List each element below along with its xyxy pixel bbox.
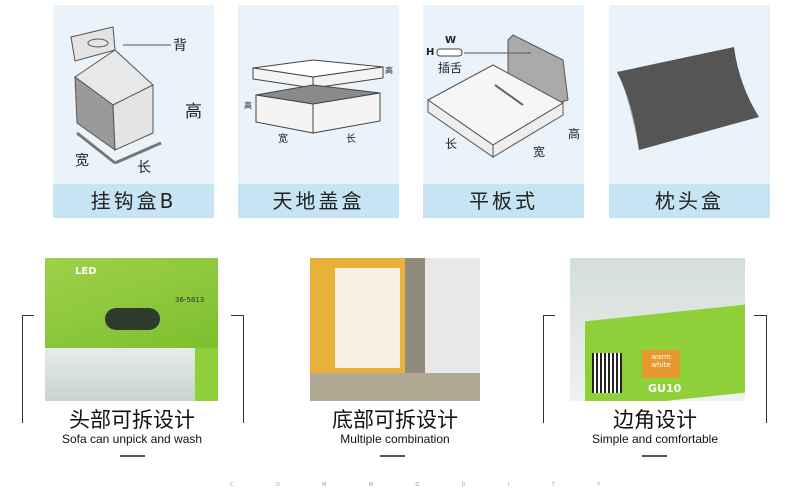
footer-letter: C — [230, 482, 234, 488]
label-back: 背 — [173, 38, 187, 54]
feature-title: 边角设计 — [613, 408, 697, 432]
box-type-hanging: 背 高 宽 长 挂钩盒B — [53, 5, 214, 218]
caption: 天地盖盒 — [238, 184, 399, 218]
footer-letters: C O M M O D I T Y — [230, 482, 600, 488]
label-width: 宽 — [75, 153, 89, 169]
label-tab: 插舌 — [438, 61, 463, 75]
hanging-box-illustration — [70, 26, 171, 165]
label-height: 高 — [185, 102, 202, 122]
footer-letter: D — [461, 482, 466, 488]
bracket-line — [766, 315, 767, 423]
feature-subtitle: Multiple combination — [340, 432, 450, 446]
divider — [642, 455, 667, 457]
feature-subtitle: Simple and comfortable — [591, 432, 719, 446]
lid-base-box-illustration — [252, 59, 384, 134]
bracket-line — [231, 315, 243, 316]
feature-subtitle: Sofa can unpick and wash — [61, 432, 203, 446]
bracket-line — [243, 315, 244, 423]
footer-letter: T — [551, 482, 555, 488]
photo-warm-label: warm white — [642, 350, 680, 378]
feature-title: 底部可拆设计 — [332, 408, 458, 432]
photo-code: 36-5813 — [175, 296, 205, 304]
label-base-height: 高 — [244, 101, 252, 110]
label-height: 高 — [568, 127, 581, 141]
label-length: 长 — [346, 134, 356, 145]
label-w: W — [445, 35, 457, 46]
divider — [380, 455, 405, 457]
bracket-line — [22, 315, 34, 316]
footer-letter: Y — [596, 482, 600, 488]
box-type-flat: W H 插舌 长 宽 高 平板式 — [423, 5, 584, 218]
flat-box-illustration — [427, 34, 569, 158]
photo-bottom-removable — [310, 258, 480, 401]
footer-letter: I — [507, 482, 510, 488]
caption: 枕头盒 — [609, 184, 770, 218]
label-width: 宽 — [533, 145, 546, 159]
label-length: 长 — [445, 137, 458, 151]
label-width: 宽 — [278, 134, 288, 145]
photo-brand: LED — [75, 266, 97, 277]
label-h: H — [426, 47, 435, 58]
label-lid-height: 高 — [385, 66, 393, 75]
pillow-box-illustration — [617, 47, 759, 150]
caption: 挂钩盒B — [53, 184, 214, 218]
footer-letter: O — [275, 482, 280, 488]
box-type-pillow: 枕头盒 — [609, 5, 770, 218]
photo-model: GU10 — [648, 382, 682, 395]
label-length: 长 — [137, 160, 151, 176]
footer-letter: M — [322, 482, 327, 488]
divider — [120, 455, 145, 457]
feature-title: 头部可拆设计 — [69, 408, 195, 432]
footer-letter: M — [368, 482, 374, 488]
bracket-line — [543, 315, 544, 423]
bracket-line — [754, 315, 766, 316]
photo-top-removable: LED 36-5813 — [45, 258, 218, 401]
box-type-lid-base: 高 高 宽 长 天地盖盒 — [238, 5, 399, 218]
photo-corner-design: warm white GU10 — [570, 258, 745, 401]
caption: 平板式 — [423, 184, 584, 218]
bracket-line — [22, 315, 23, 423]
bracket-line — [543, 315, 555, 316]
footer-letter: O — [415, 482, 420, 488]
